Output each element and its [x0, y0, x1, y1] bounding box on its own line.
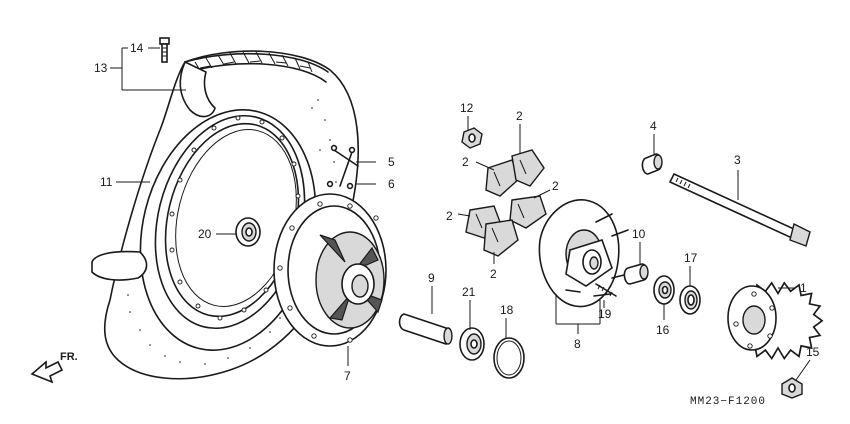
callout-14: 14	[130, 41, 144, 55]
sprocket-holes	[733, 291, 775, 349]
collar-9	[398, 313, 453, 345]
callout-2-left: 2	[446, 209, 453, 223]
spoke-fasteners	[326, 144, 359, 190]
bearing-20	[235, 217, 261, 247]
callout-17: 17	[684, 251, 698, 265]
callout-16: 16	[656, 323, 670, 337]
callout-7: 7	[344, 369, 351, 383]
front-direction-arrow: FR.	[30, 351, 78, 384]
callout-6: 6	[388, 177, 395, 191]
callout-9: 9	[428, 271, 435, 285]
damper-rubbers	[465, 149, 547, 257]
stud-19	[595, 283, 617, 297]
callout-11: 11	[100, 175, 113, 189]
collar-10	[623, 263, 649, 285]
callout-2-bottom: 2	[490, 267, 497, 281]
leader-lines	[110, 47, 811, 381]
callout-4: 4	[650, 119, 657, 133]
callout-15: 15	[806, 345, 820, 359]
hub-bolt-holes	[277, 201, 379, 343]
valve-14	[159, 37, 170, 63]
callout-1: 1	[800, 281, 807, 295]
callout-12: 12	[460, 101, 474, 115]
callout-8: 8	[574, 337, 581, 351]
axle-3	[668, 172, 811, 247]
bearing-16	[653, 275, 675, 305]
nut-15	[781, 377, 803, 399]
bearing-21	[459, 327, 485, 361]
callout-21: 21	[462, 285, 476, 299]
driven-flange	[538, 199, 629, 308]
callout-numbers: 1 2 2 2 2 2 3 4 5 6 7 8 9 10 11 12 13 14…	[94, 41, 820, 383]
callout-13: 13	[94, 61, 108, 75]
callout-18: 18	[500, 303, 514, 317]
diagram-code: MM23−F1200	[690, 396, 766, 408]
callout-2-top: 2	[516, 109, 523, 123]
callout-3: 3	[734, 153, 741, 167]
nut-12	[461, 127, 483, 149]
tread-pattern	[194, 51, 313, 73]
circlip-18	[493, 337, 525, 379]
callout-10: 10	[632, 227, 646, 241]
callout-2-right: 2	[552, 179, 559, 193]
callout-2-upper-left: 2	[462, 155, 469, 169]
direction-label: FR.	[60, 351, 78, 363]
callout-5: 5	[388, 155, 395, 169]
oil-seal-17	[679, 285, 701, 315]
callout-19: 19	[598, 307, 612, 321]
collar-4	[641, 153, 663, 175]
wheel-hub	[273, 193, 387, 347]
sprocket-1	[727, 281, 824, 361]
callout-20: 20	[198, 227, 212, 241]
